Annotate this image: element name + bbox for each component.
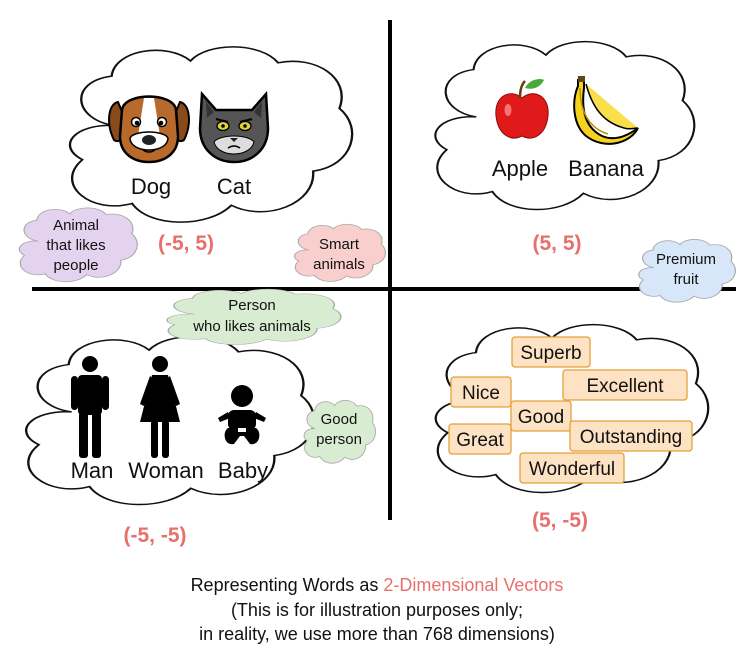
word-nice: Nice — [462, 383, 500, 404]
word-woman: Woman — [128, 458, 203, 483]
word-box-nice: Nice — [450, 376, 512, 408]
coord-bottom-right: (5, -5) — [532, 509, 588, 532]
word-cat: Cat — [217, 174, 251, 199]
dog-icon — [108, 95, 190, 164]
word-banana: Banana — [568, 156, 645, 181]
caption-prefix: Representing Words as — [190, 575, 384, 595]
caption-line-3: in reality, we use more than 768 dimensi… — [199, 624, 555, 644]
label-premium-fruit-2: fruit — [673, 271, 699, 288]
word-great: Great — [456, 430, 504, 451]
coord-bottom-left: (-5, -5) — [124, 524, 187, 547]
word-good: Good — [518, 407, 564, 428]
word-wonderful: Wonderful — [529, 459, 615, 480]
word-apple: Apple — [492, 156, 548, 181]
word-box-great: Great — [448, 423, 512, 455]
label-good-person-2: person — [316, 431, 362, 448]
word-excellent: Excellent — [586, 376, 664, 397]
word-man: Man — [71, 458, 114, 483]
word-box-excellent: Excellent — [562, 369, 688, 401]
word-box-outstanding: Outstanding — [569, 420, 693, 452]
cat-icon — [198, 90, 270, 164]
coord-top-right: (5, 5) — [532, 232, 581, 255]
label-animal-likes-people-2: that likes — [46, 237, 105, 254]
word-box-wonderful: Wonderful — [519, 452, 625, 484]
label-animal-likes-people-3: people — [53, 257, 98, 274]
coord-top-left: (-5, 5) — [158, 232, 214, 255]
caption-line-2: (This is for illustration purposes only; — [230, 600, 524, 620]
man-icon — [71, 356, 109, 458]
label-person-likes-animals-1: Person — [228, 297, 276, 314]
cloud-top-right — [435, 42, 694, 210]
word-baby: Baby — [218, 458, 268, 483]
caption-accent: 2-Dimensional Vectors — [383, 575, 564, 595]
label-premium-fruit-1: Premium — [656, 251, 716, 268]
label-animal-likes-people-1: Animal — [53, 217, 99, 234]
label-person-likes-animals-2: who likes animals — [192, 318, 311, 335]
caption-line-1: Representing Words as 2-Dimensional Vect… — [0, 575, 754, 596]
banana-icon — [573, 76, 639, 145]
word-superb: Superb — [520, 343, 581, 364]
apple-icon — [495, 78, 549, 139]
word-box-good: Good — [510, 400, 572, 432]
label-smart-animals-1: Smart — [319, 236, 360, 253]
baby-icon — [218, 385, 266, 445]
woman-icon — [140, 356, 180, 458]
label-smart-animals-2: animals — [313, 256, 365, 273]
word-dog: Dog — [131, 174, 171, 199]
word-outstanding: Outstanding — [580, 427, 682, 448]
word-box-superb: Superb — [511, 336, 591, 368]
label-good-person-1: Good — [321, 411, 358, 428]
